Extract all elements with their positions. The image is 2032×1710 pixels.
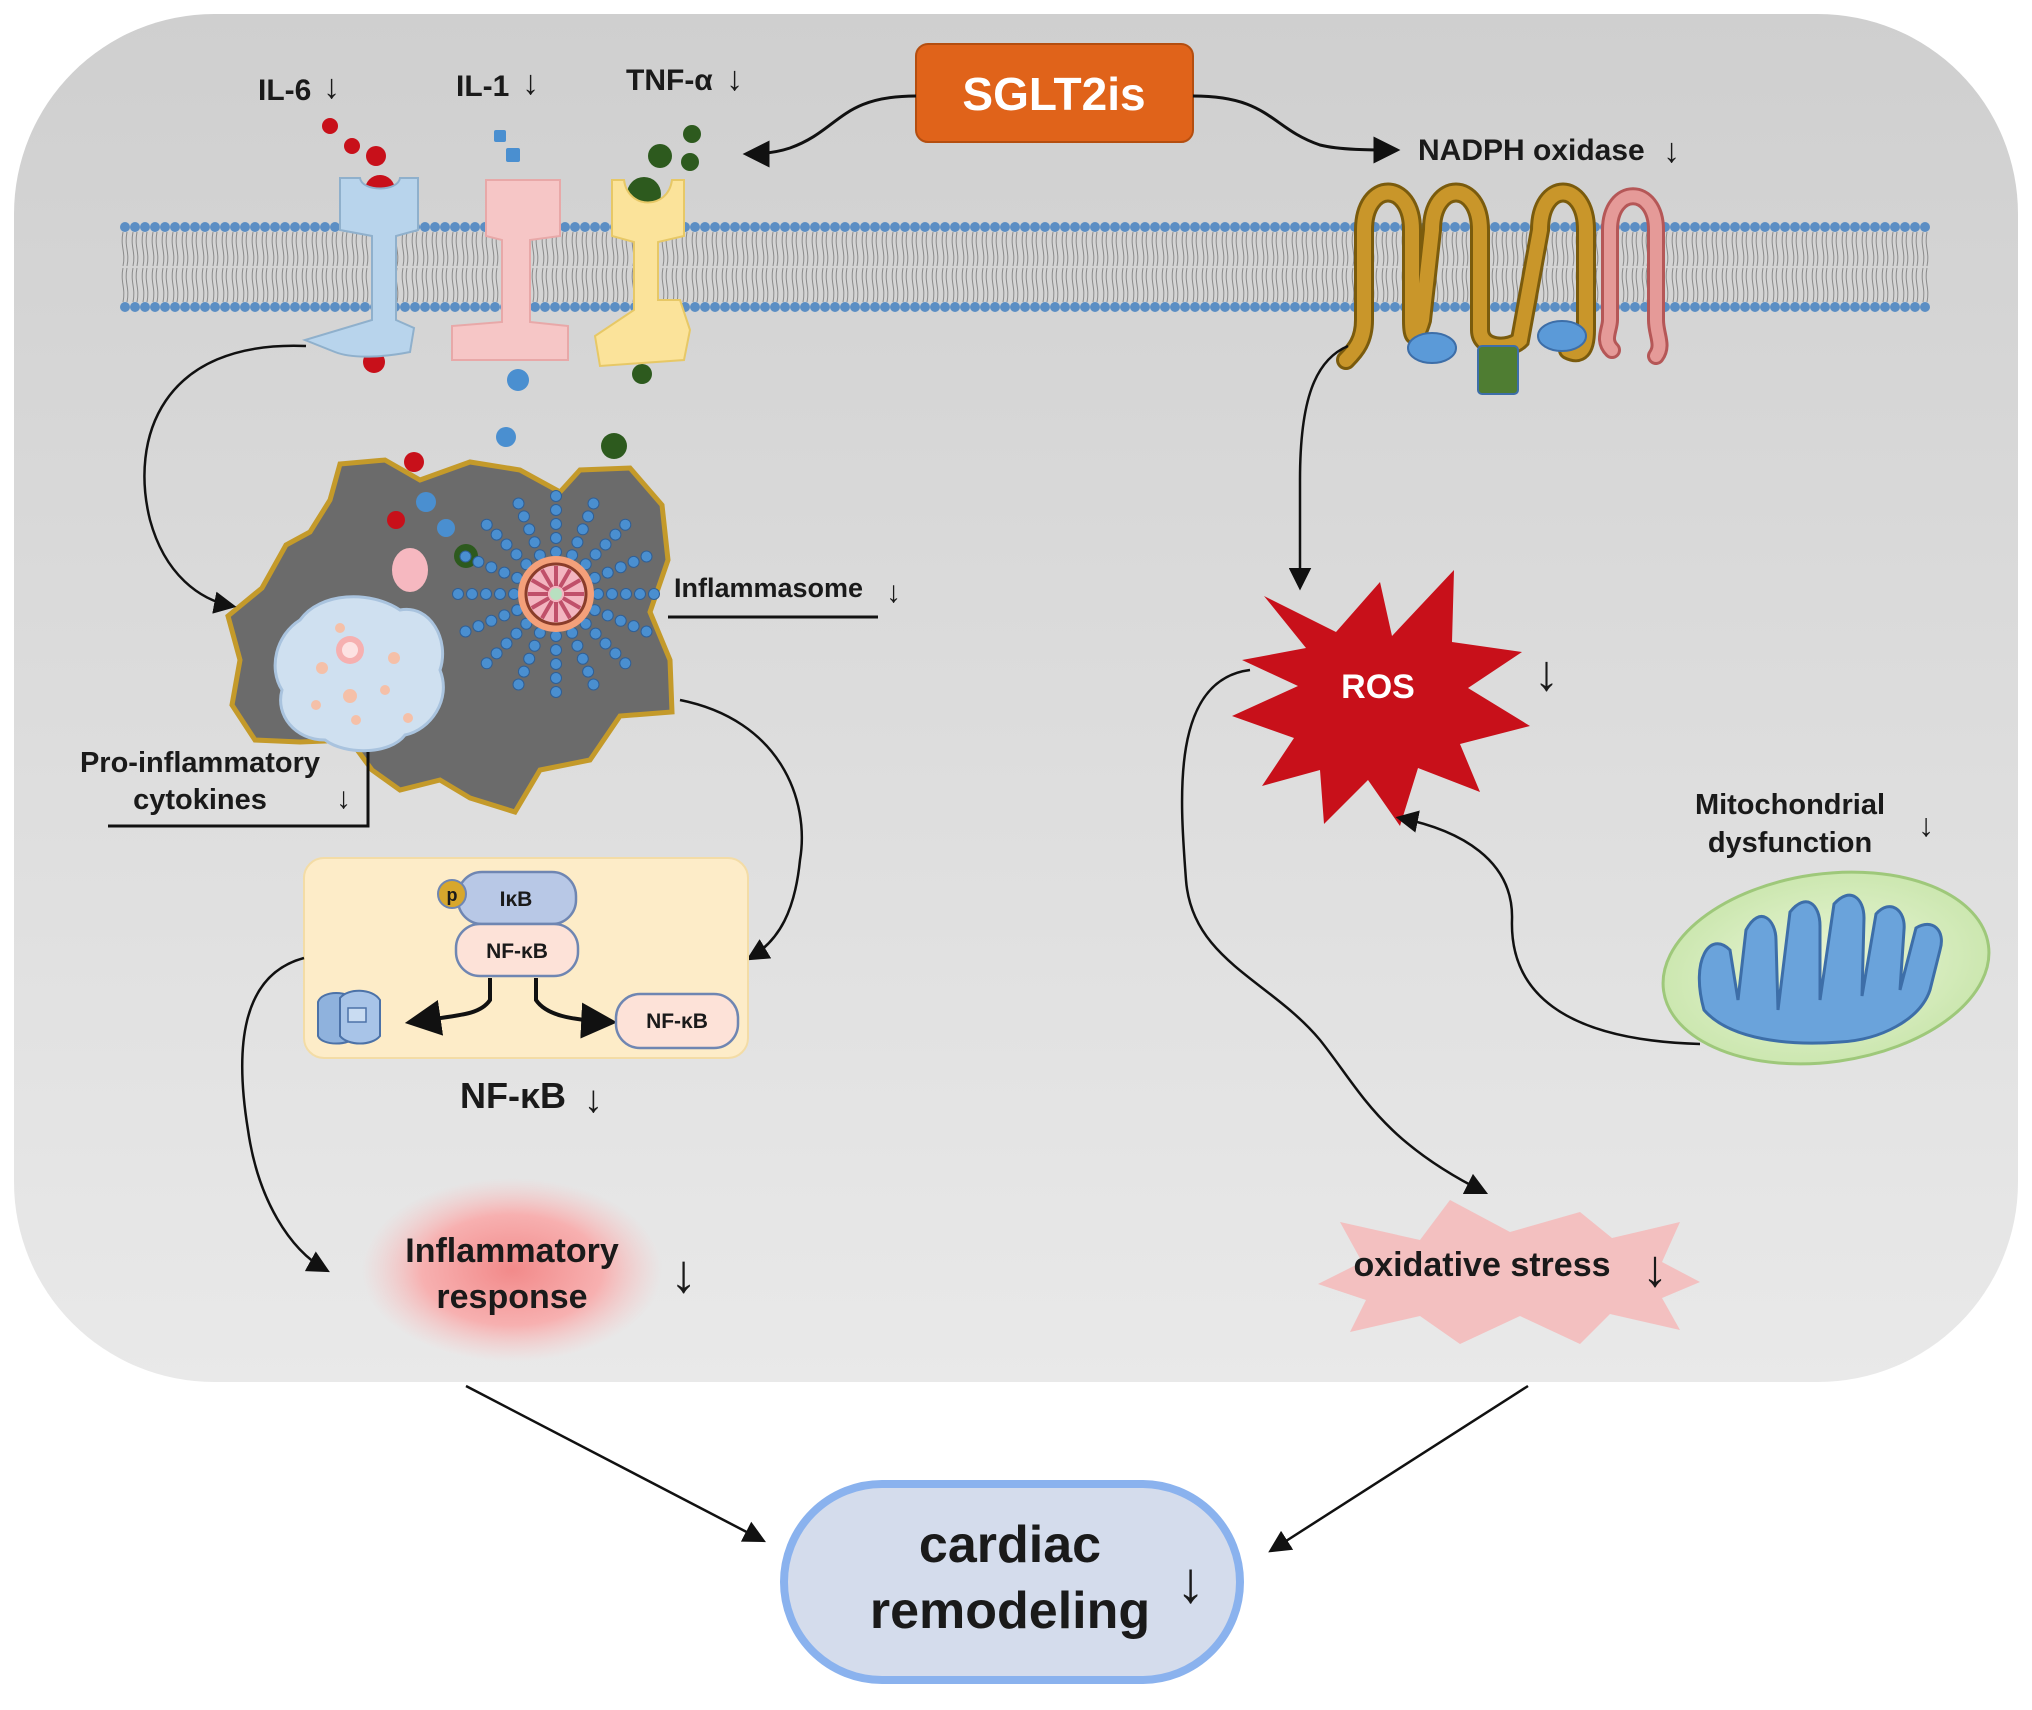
sglt2is-label: SGLT2is xyxy=(962,68,1145,120)
tnf-down-arrow: ↓ xyxy=(726,60,743,98)
proteasome-icon xyxy=(317,989,381,1045)
cardiac-remodeling-box xyxy=(780,1480,1244,1684)
inflammatory-response-line1: Inflammatory xyxy=(405,1232,619,1270)
nadph-oxidase-complex xyxy=(1336,182,1669,395)
arrow-nfkb-to-inflammatory xyxy=(240,956,330,1273)
arrow-ros-to-oxidative xyxy=(1180,668,1489,1195)
inflammasome-complex xyxy=(452,490,660,698)
cardiac-remodeling-line2: remodeling xyxy=(870,1582,1150,1640)
cell-membrane xyxy=(120,222,1930,312)
oxidative-stress-burst xyxy=(1318,1200,1700,1344)
nfkb-caption: NF-κB xyxy=(460,1075,566,1116)
inflammasome-down-arrow: ↓ xyxy=(886,576,901,609)
nadph-oxidase-label: NADPH oxidase xyxy=(1418,134,1645,167)
pro-inflammatory-label-line2: cytokines xyxy=(133,784,267,816)
oxidative-down-arrow: ↓ xyxy=(1642,1240,1668,1298)
inflammatory-response-glow xyxy=(362,1178,662,1362)
ros-label: ROS xyxy=(1341,668,1415,706)
arrow-nfkb-release xyxy=(534,978,618,1039)
arrow-mitochondria-to-ros xyxy=(1395,810,1701,1046)
inflammatory-down-arrow: ↓ xyxy=(670,1244,697,1304)
il6-receptor xyxy=(301,177,419,358)
arrow-oxidative-to-cardiac xyxy=(1268,1384,1529,1553)
macrophage-cell xyxy=(225,452,675,815)
pro-inflammatory-label-line1: Pro-inflammatory xyxy=(80,747,320,779)
tnf-receptor xyxy=(593,179,692,368)
oxidative-stress-label: oxidative stress xyxy=(1353,1246,1610,1284)
phospho-p-label: p xyxy=(447,885,458,905)
arrow-sglt2-to-cytokines xyxy=(742,94,917,168)
pro-inflammatory-bracket xyxy=(108,752,370,828)
il1-down-arrow: ↓ xyxy=(522,64,539,102)
inflammasome-label: Inflammasome xyxy=(674,573,863,603)
nfkb-panel: IκB p NF-κB NF-κB xyxy=(303,857,749,1059)
nfkb-down-arrow: ↓ xyxy=(584,1079,603,1121)
mitochondrial-label-line1: Mitochondrial xyxy=(1695,789,1885,821)
nadph-down-arrow: ↓ xyxy=(1663,132,1680,170)
sglt2is-box: SGLT2is xyxy=(915,43,1194,143)
arrow-cell-to-nfkb xyxy=(679,698,804,961)
mitochondrial-label-line2: dysfunction xyxy=(1708,827,1872,859)
arrow-nfkb-to-proteasome xyxy=(404,978,492,1036)
il1-label: IL-1 xyxy=(456,70,509,103)
arrow-receptor-to-cell xyxy=(143,344,307,614)
il6-down-arrow: ↓ xyxy=(323,68,340,106)
ros-down-arrow: ↓ xyxy=(1534,645,1559,701)
nfkb-free-label: NF-κB xyxy=(646,1010,708,1033)
mitochondrial-down-arrow: ↓ xyxy=(1918,807,1934,843)
arrow-nadph-to-ros xyxy=(1288,344,1349,591)
pro-inflammatory-down-arrow: ↓ xyxy=(336,782,351,815)
arrow-inflammatory-to-cardiac xyxy=(465,1384,766,1543)
ros-burst xyxy=(1232,570,1530,826)
il6-label: IL-6 xyxy=(258,74,311,107)
cardiac-remodeling-line1: cardiac xyxy=(919,1516,1101,1574)
mitochondrion-icon xyxy=(1661,870,1991,1066)
nfkb-complex-label: NF-κB xyxy=(486,940,548,963)
tnf-ligands xyxy=(601,125,701,459)
ikb-label: IκB xyxy=(500,888,533,911)
tnf-alpha-label: TNF-α xyxy=(626,64,713,97)
arrow-sglt2-to-nadph xyxy=(1192,94,1401,164)
inflammatory-response-line2: response xyxy=(436,1278,587,1316)
il1-receptor xyxy=(451,179,569,361)
cardiac-down-arrow: ↓ xyxy=(1176,1550,1205,1615)
